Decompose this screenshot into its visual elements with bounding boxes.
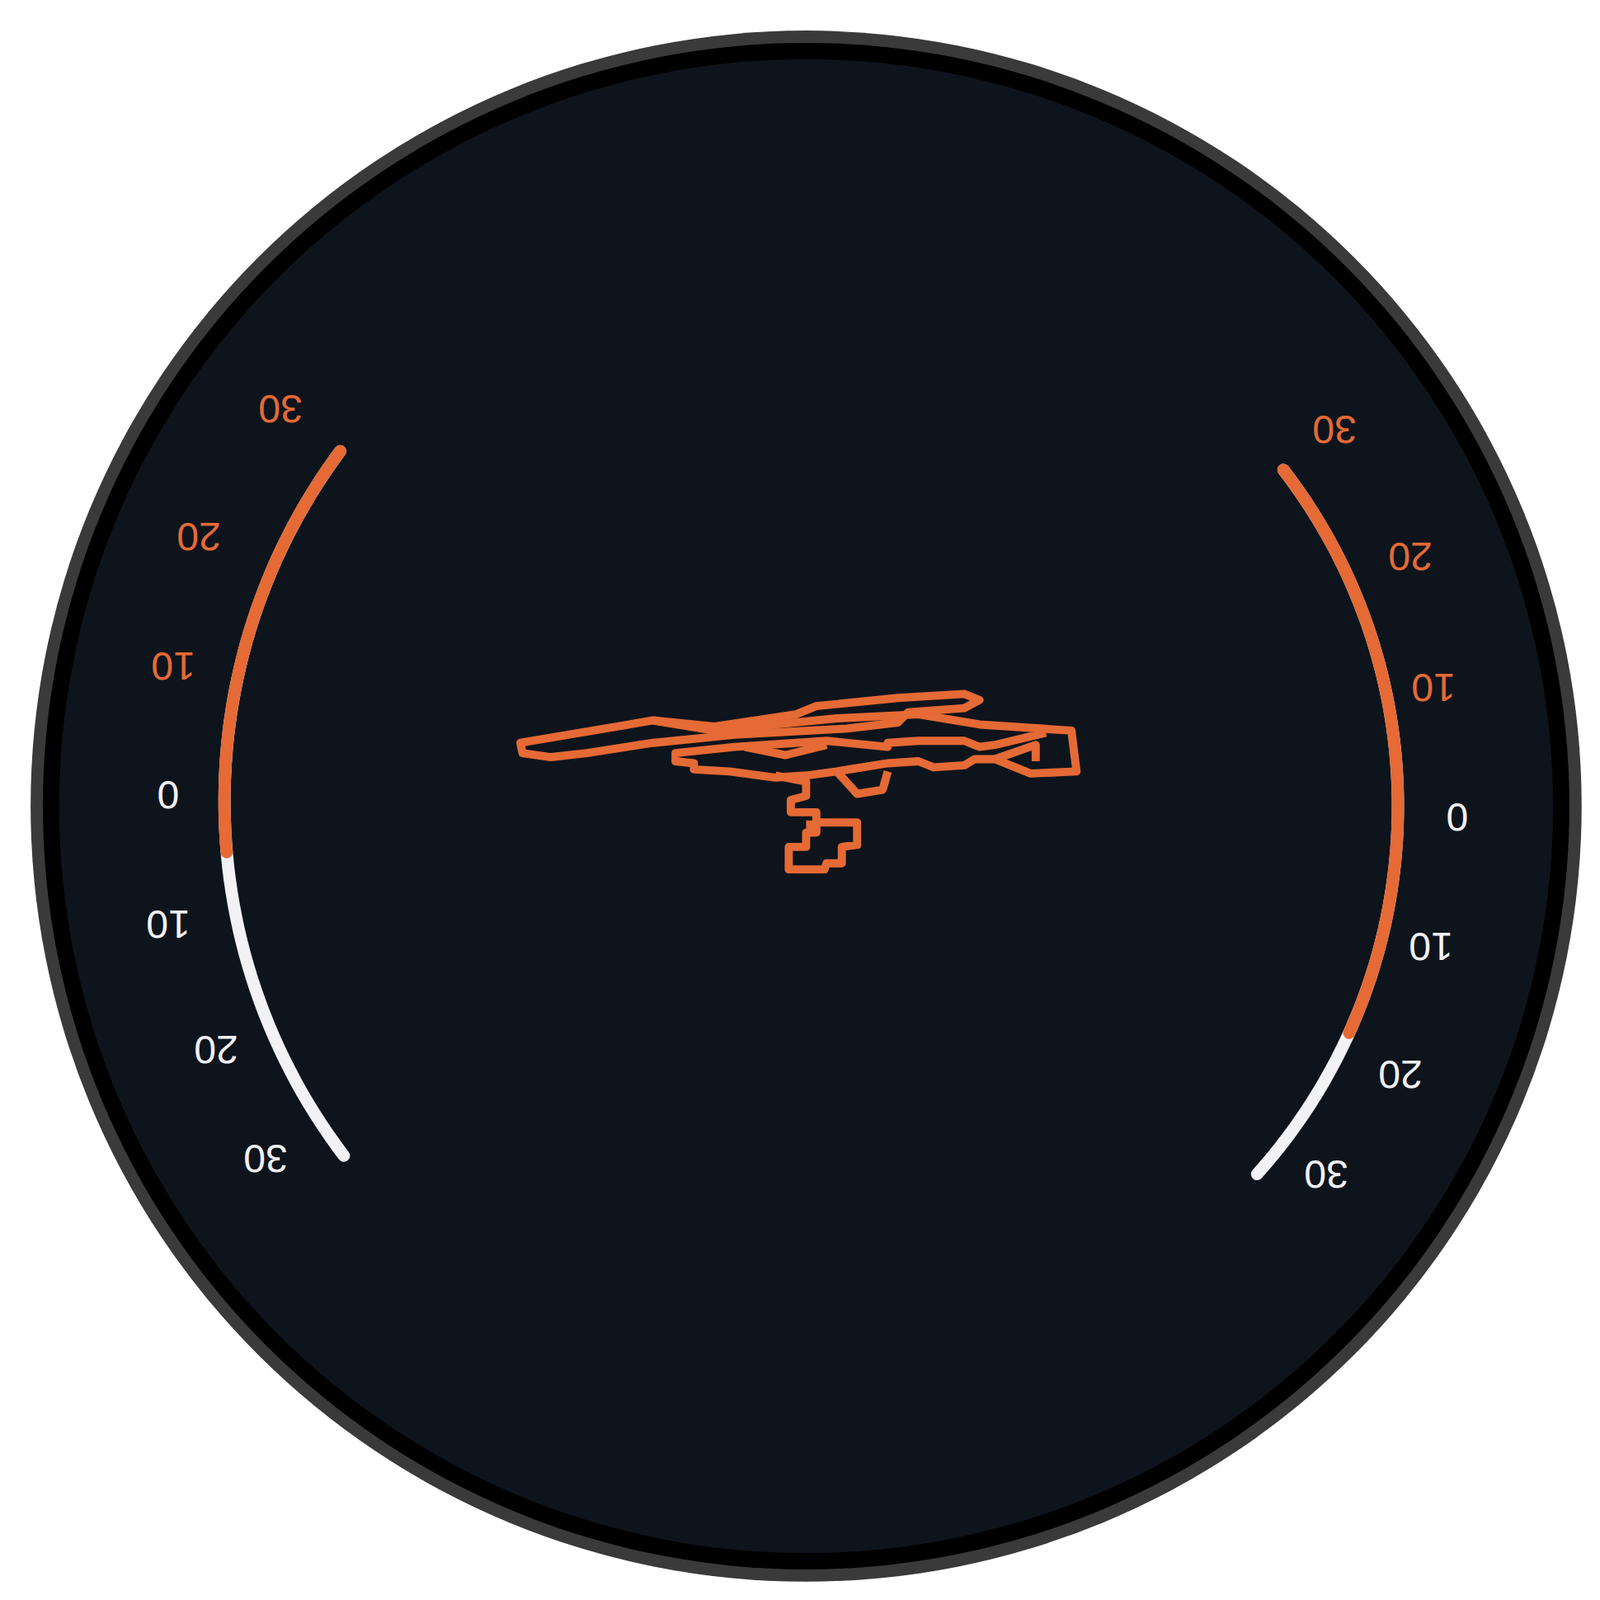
scale-number: 10 xyxy=(151,645,196,686)
display-ground xyxy=(59,59,1553,1553)
scale-number: 0 xyxy=(1445,796,1469,837)
inner-ring xyxy=(42,42,1570,1570)
scale-number: 30 xyxy=(243,1138,288,1178)
scale-number: 30 xyxy=(1312,409,1357,449)
tilt-scales xyxy=(224,451,1398,1175)
scale-number: 0 xyxy=(157,774,180,815)
scale-number: 20 xyxy=(194,1029,239,1069)
scale-number: 20 xyxy=(1378,1054,1422,1094)
left-scale-fill xyxy=(224,451,340,852)
right-scale-fill xyxy=(1283,470,1398,1034)
scale-number: 10 xyxy=(1408,926,1453,966)
scale-number: 20 xyxy=(1388,536,1432,576)
bezel-ring xyxy=(30,30,1582,1582)
scale-number: 10 xyxy=(1411,667,1456,707)
scale-number: 20 xyxy=(177,516,222,556)
scale-number: 30 xyxy=(1304,1153,1349,1194)
left-scale-arc xyxy=(224,451,344,1156)
aircraft-symbol xyxy=(520,693,1077,870)
scale-number: 30 xyxy=(258,388,303,429)
scale-number: 10 xyxy=(145,903,190,944)
right-scale-arc xyxy=(1256,470,1398,1175)
